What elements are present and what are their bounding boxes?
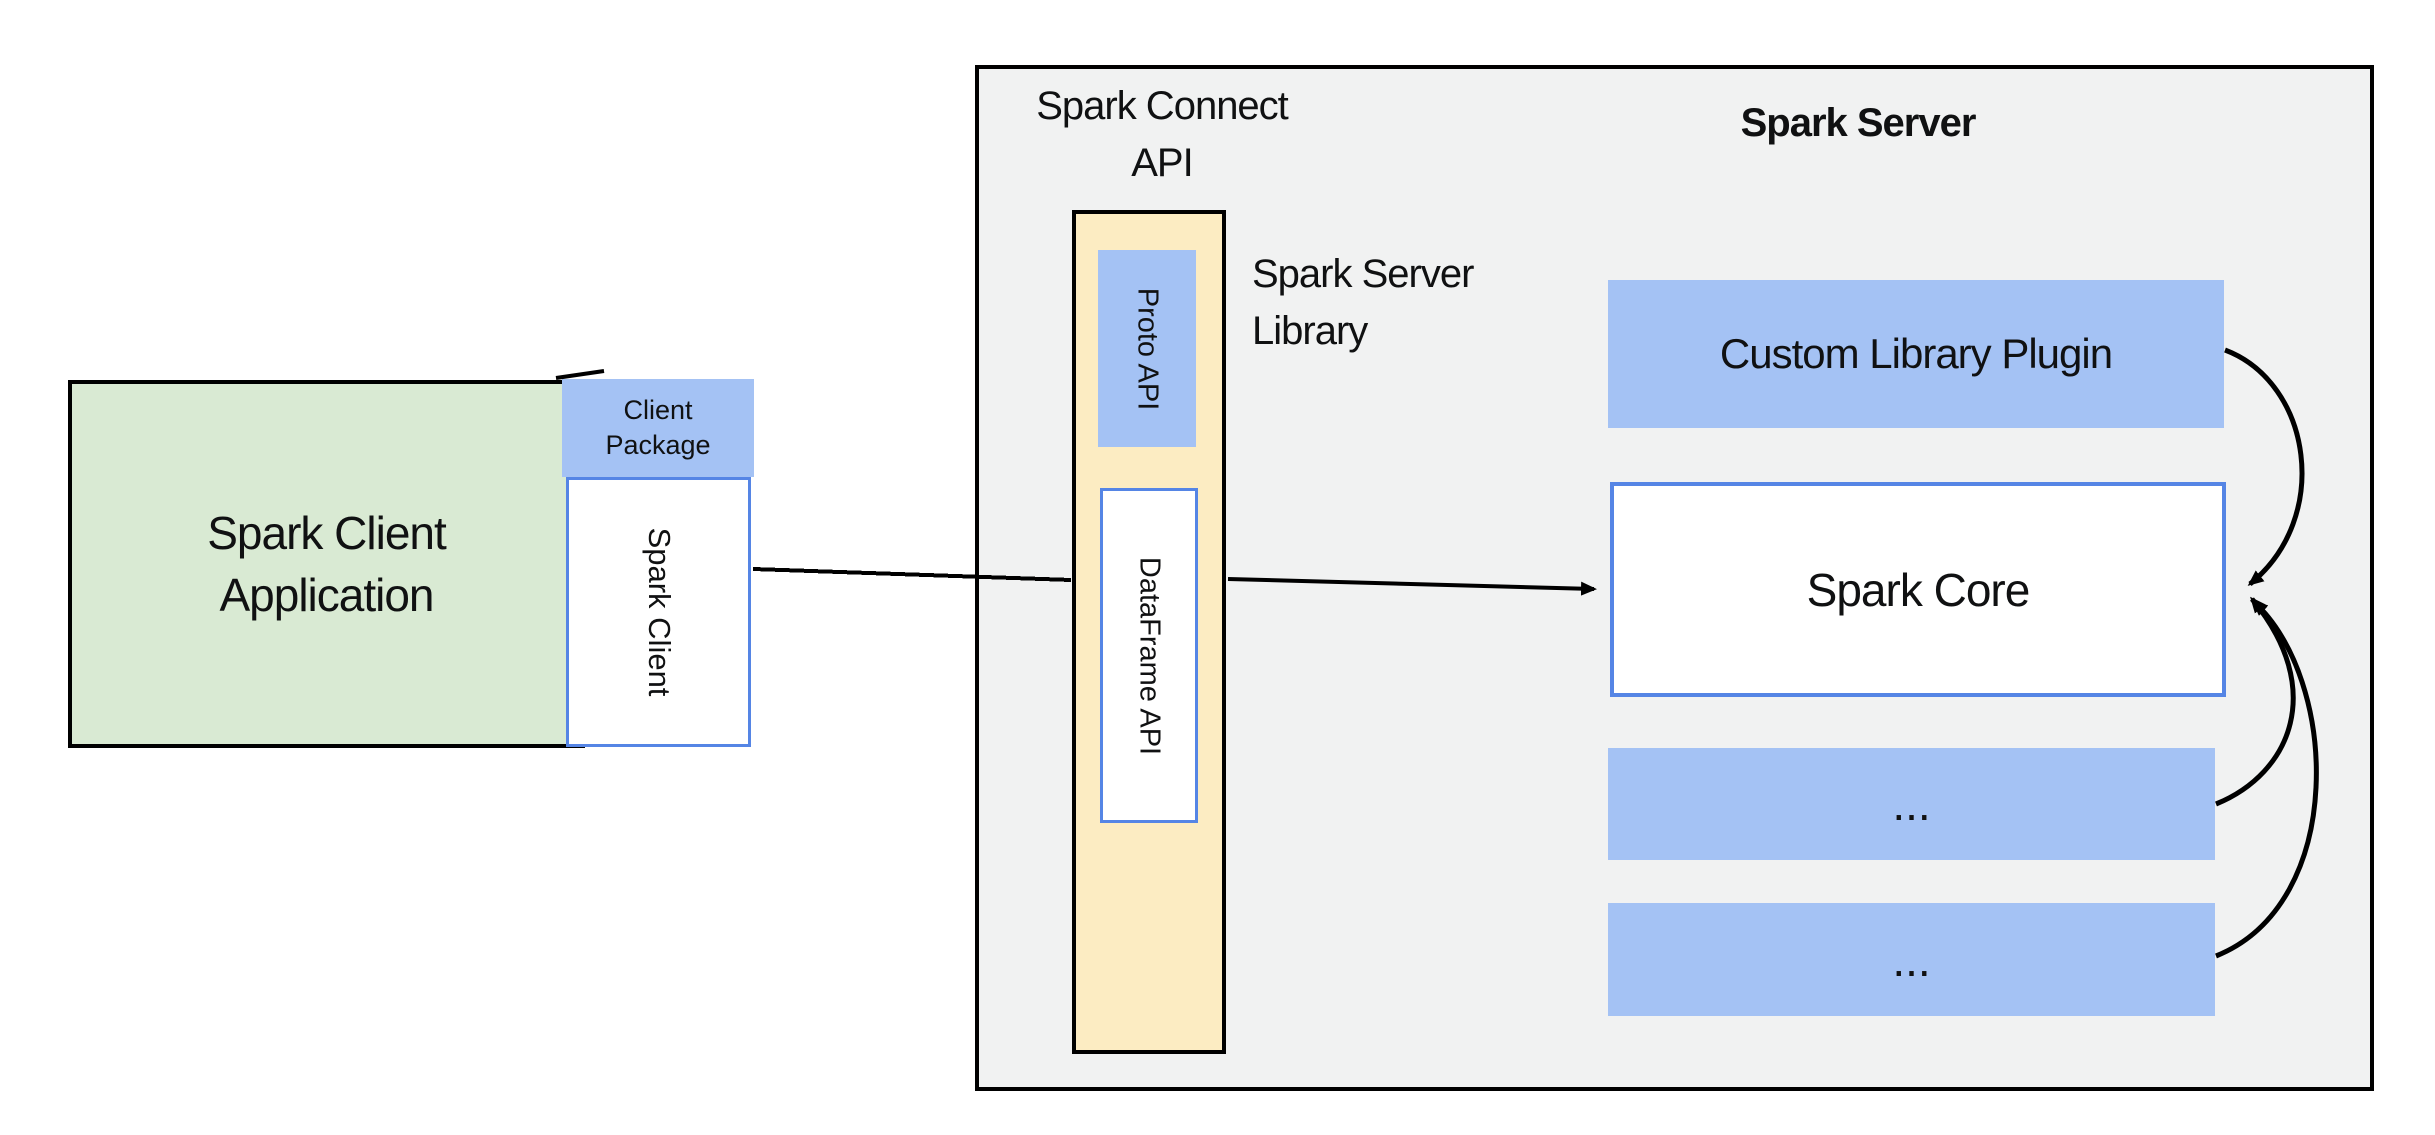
app-label-line2: Application xyxy=(219,569,434,621)
custom-library-plugin-box: Custom Library Plugin xyxy=(1608,280,2224,428)
ellipsis-box-1: ... xyxy=(1608,748,2215,860)
ellipsis-box-2: ... xyxy=(1608,903,2215,1016)
spark-server-title: Spark Server xyxy=(1740,101,1977,145)
client-package-line2: Package xyxy=(605,430,711,460)
green-box-border-nub xyxy=(555,369,605,380)
dataframe-api-label: DataFrame API xyxy=(1133,556,1166,755)
spark-connect-api-title-line2: API xyxy=(1131,141,1193,185)
spark-client-box: Spark Client xyxy=(566,477,751,747)
spark-connect-api-title-line1: Spark Connect xyxy=(1036,84,1289,128)
spark-client-label: Spark Client xyxy=(641,527,677,697)
library-caption-line1: Spark Server xyxy=(1252,252,1474,296)
client-package-box: Client Package xyxy=(562,379,754,477)
dataframe-api-box: DataFrame API xyxy=(1100,488,1198,823)
spark-client-application-box xyxy=(68,380,585,748)
proto-api-label-wrap: Proto API xyxy=(1098,250,1196,447)
spark-server-library-caption: Spark Server Library xyxy=(1252,246,1582,360)
spark-core-box: Spark Core xyxy=(1610,482,2226,697)
spark-client-label-wrap: Spark Client xyxy=(569,480,748,744)
dataframe-api-label-wrap: DataFrame API xyxy=(1103,491,1195,820)
proto-api-box: Proto API xyxy=(1098,250,1196,447)
spark-connect-api-title: Spark Connect API xyxy=(1002,78,1322,192)
spark-client-application-label: Spark Client Application xyxy=(78,380,575,748)
proto-api-label: Proto API xyxy=(1131,287,1164,410)
client-package-line1: Client xyxy=(623,395,693,425)
app-label-line1: Spark Client xyxy=(207,507,447,559)
library-caption-line2: Library xyxy=(1252,309,1368,353)
